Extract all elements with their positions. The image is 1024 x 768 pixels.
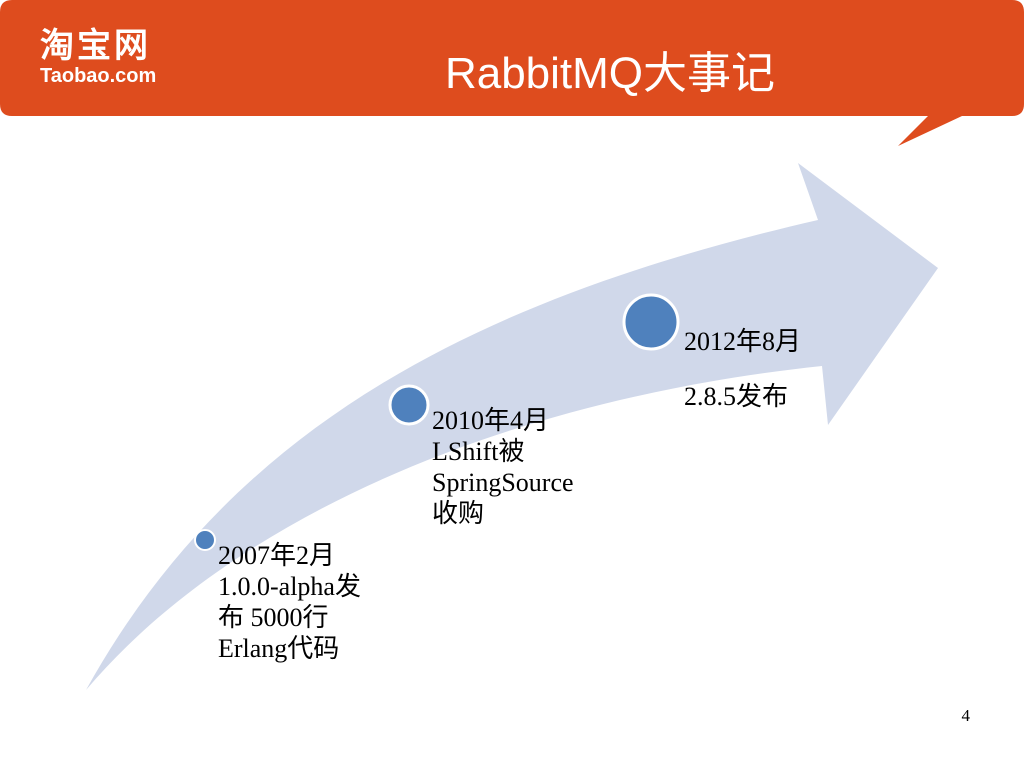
- event-date: 2012年8月: [684, 327, 802, 356]
- event-description-line: 收购: [432, 499, 485, 528]
- milestone-dot-2010: [388, 384, 430, 426]
- event-description-line: Erlang代码: [218, 634, 340, 663]
- event-description-line: 1.0.0-alpha发: [218, 572, 361, 601]
- logo-english-text: Taobao.com: [40, 65, 157, 87]
- event-date: 2007年2月: [218, 541, 336, 570]
- page-number: 4: [961, 706, 971, 725]
- taobao-logo: 淘宝网 Taobao.com: [40, 27, 190, 87]
- event-description-line: SpringSource: [432, 468, 574, 497]
- header-banner: [0, 0, 1024, 146]
- milestone-dot-2012: [622, 293, 680, 351]
- logo-chinese-text: 淘宝网: [40, 27, 151, 65]
- milestone-dot-2007: [194, 529, 216, 551]
- timeline-event-2012: 2012年8月 2.8.5发布: [684, 326, 801, 412]
- slide-title: RabbitMQ大事记: [444, 49, 776, 98]
- timeline-arrow: [86, 163, 938, 690]
- timeline-event-2010: 2010年4月 LShift被 SpringSource 收购: [432, 405, 574, 529]
- event-date: 2010年4月: [432, 406, 550, 435]
- event-description-line: 布 5000行: [218, 603, 329, 632]
- timeline-event-2007: 2007年2月 1.0.0-alpha发 布 5000行 Erlang代码: [218, 540, 361, 664]
- event-description-line: LShift被: [432, 437, 525, 466]
- event-description-line: 2.8.5发布: [684, 382, 789, 411]
